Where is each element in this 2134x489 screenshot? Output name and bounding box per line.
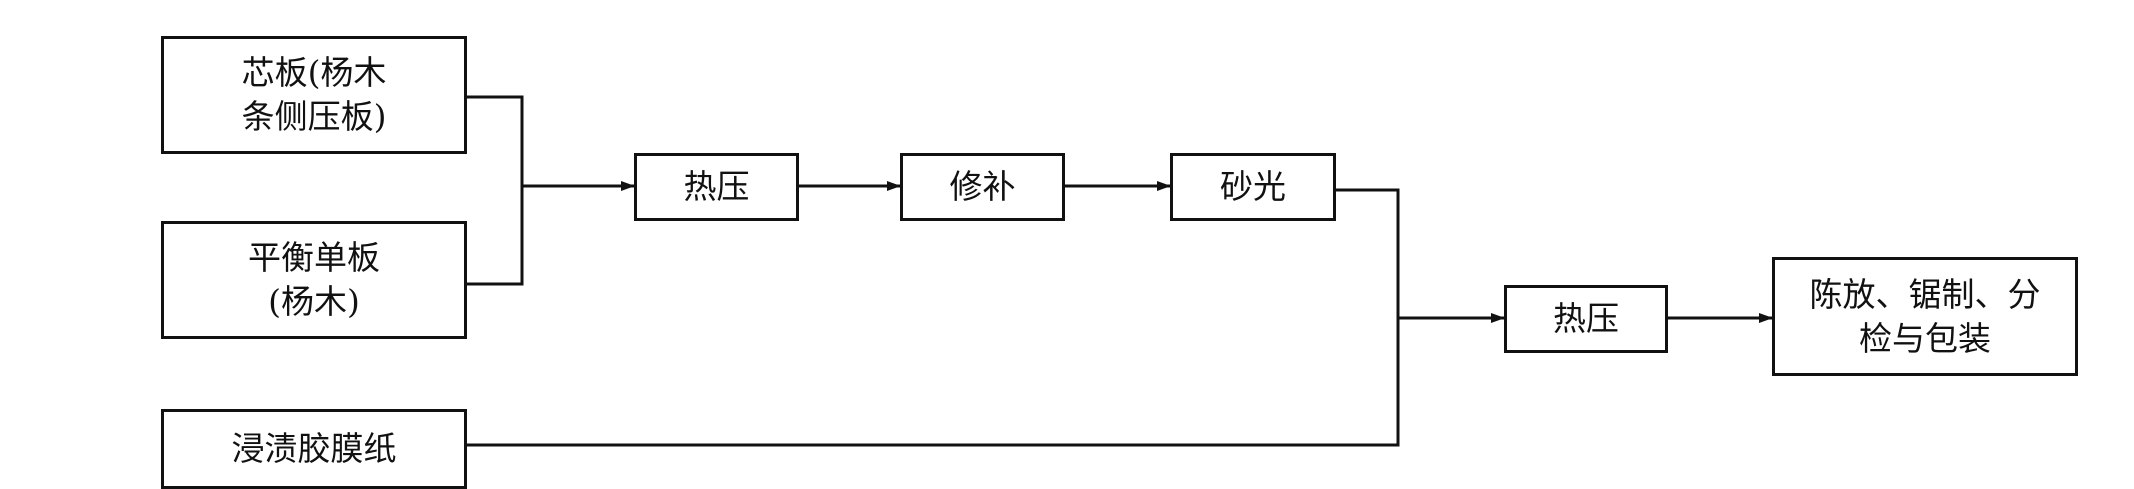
- process-flow-diagram: 芯板(杨木 条侧压板) 平衡单板 (杨木) 浸渍胶膜纸 热压 修补 砂光 热压 …: [161, 36, 2078, 489]
- connector-balance-veneer: [467, 186, 524, 286]
- balance-veneer-box: 平衡单板 (杨木): [161, 221, 467, 339]
- hot-press-1-box: 热压: [634, 153, 799, 221]
- paper-box: 浸渍胶膜纸: [161, 409, 467, 489]
- paper-label: 浸渍胶膜纸: [231, 429, 397, 468]
- connector-paper: [467, 318, 1400, 447]
- repair-label: 修补: [949, 167, 1016, 206]
- core-board-box: 芯板(杨木 条侧压板): [161, 36, 467, 154]
- core-board-label: 芯板(杨木 条侧压板): [241, 53, 387, 136]
- hot-press-2-label: 热压: [1553, 299, 1619, 338]
- connector-sanding: [1336, 188, 1400, 318]
- sanding-box: 砂光: [1170, 153, 1336, 221]
- repair-box: 修补: [900, 153, 1065, 221]
- balance-veneer-label: 平衡单板 (杨木): [248, 238, 380, 321]
- connector-core-board: [467, 95, 524, 186]
- connector-layer: [467, 95, 1773, 447]
- final-process-label: 陈放、锯制、分 检与包装: [1809, 274, 2041, 358]
- final-process-box: 陈放、锯制、分 检与包装: [1772, 257, 2078, 376]
- sanding-label: 砂光: [1220, 167, 1286, 206]
- hot-press-1-label: 热压: [683, 167, 750, 206]
- hot-press-2-box: 热压: [1504, 285, 1668, 353]
